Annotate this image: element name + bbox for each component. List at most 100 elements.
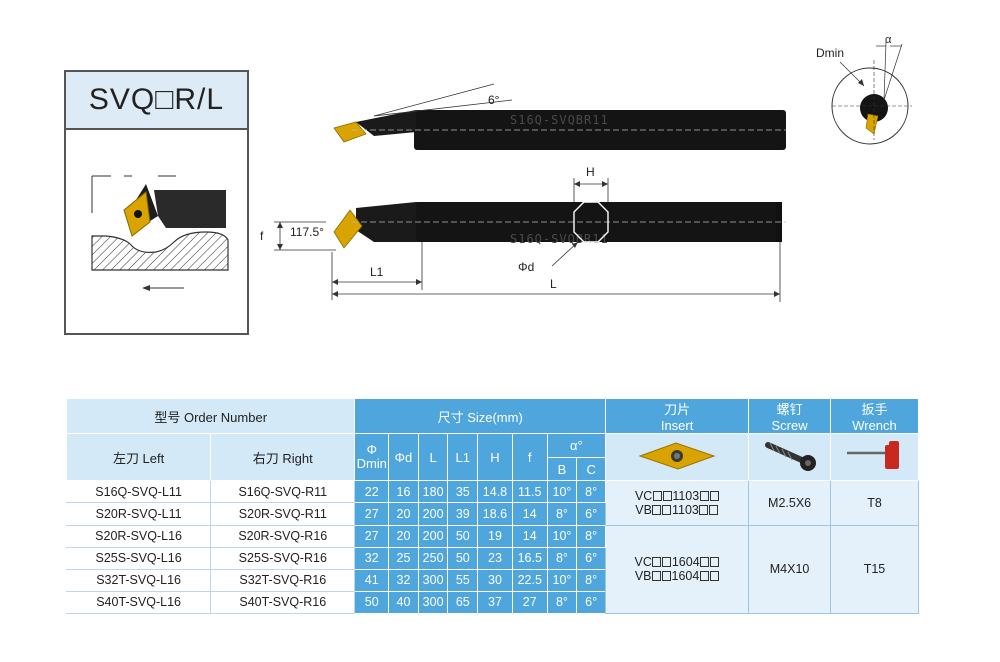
c-value: 6° [576,502,606,526]
h-value: 18.6 [477,502,513,526]
phid-value: 20 [388,502,419,526]
right-code: S32T-SVQ-R16 [210,568,356,592]
f-value: 27 [511,590,548,615]
shank-marking-lower: S16Q-SVQBR11 [510,232,609,246]
phid-value: 16 [388,480,419,504]
l1-value: 50 [447,546,479,570]
dmin-value: 27 [354,524,390,548]
l-value: 200 [417,502,449,526]
b-header: B [546,457,578,482]
screw-value-1: M2.5X6 [748,480,831,526]
l1-value: 35 [447,480,479,504]
left-code: S32T-SVQ-L16 [65,568,212,592]
l-value: 300 [417,568,449,592]
right-header: 右刀 Right [210,433,356,482]
tool-side-view: S16Q-SVQBR11 H Φd f 117.5° L1 L [260,165,786,302]
left-code: S20R-SVQ-L11 [65,502,212,526]
alpha-label: α [885,34,892,46]
screw-value-2: M4X10 [748,524,831,615]
f-header: f [511,433,548,482]
l1-value: 50 [447,524,479,548]
left-code: S16Q-SVQ-L11 [65,480,212,504]
table-row: S20R-SVQ-L11 S20R-SVQ-R11 27 20 200 39 1… [65,502,919,526]
h-header: H [477,433,513,482]
phid-value: 20 [388,524,419,548]
h-value: 14.8 [477,480,513,504]
l1-header: L1 [447,433,479,482]
insert-image-cell [604,433,750,482]
angle-6-label: 6° [488,93,500,107]
l1-dimension-label: L1 [370,265,384,279]
angle-117-label: 117.5° [290,225,324,239]
boring-sketch [91,175,229,291]
wrench-image-cell [829,433,920,482]
dmin-value: 27 [354,502,390,526]
b-value: 8° [546,546,578,570]
dmin-label: Dmin [816,46,844,60]
dmin-detail: α Dmin [816,34,912,145]
screw-image-cell [748,433,831,482]
c-header: C [576,457,606,482]
phid-value: 32 [388,568,419,592]
insert-icon [638,442,716,470]
b-value: 8° [546,590,578,615]
l-value: 200 [417,524,449,548]
f-dimension-label: f [260,229,264,243]
wrench-icon [847,440,900,469]
l1-value: 55 [447,568,479,592]
right-code: S16Q-SVQ-R11 [210,480,356,504]
phid-header: Φd [388,433,419,482]
c-value: 8° [576,480,606,504]
h-value: 19 [477,524,513,548]
shank-marking: S16Q-SVQBR11 [510,113,609,127]
dmin-value: 41 [354,568,390,592]
b-value: 10° [546,568,578,592]
dmin-value: 50 [354,590,390,615]
table-row: S16Q-SVQ-L11 S16Q-SVQ-R11 22 16 180 35 1… [65,480,920,526]
table-row: S32T-SVQ-L16 S32T-SVQ-R16 41 32 300 55 3… [65,568,919,592]
dmin-value: 32 [354,546,390,570]
tool-top-view: 6° S16Q-SVQBR11 [333,83,786,150]
alpha-header: α° [546,433,607,459]
l-value: 300 [417,590,449,615]
left-code: S40T-SVQ-L16 [65,590,212,615]
table-row: S20R-SVQ-L16 S20R-SVQ-R16 27 20 200 50 1… [65,524,920,615]
h-value: 23 [477,546,513,570]
h-dimension-label: H [586,165,595,179]
b-value: 10° [546,480,578,504]
f-value: 11.5 [511,480,548,504]
screw-icon [764,441,816,471]
title-box: SVQ□R/L [64,70,249,335]
right-code: S20R-SVQ-R16 [210,524,356,548]
l1-value: 65 [447,590,479,615]
diameter-label: Φd [518,260,534,274]
c-value: 8° [576,524,606,548]
right-code: S25S-SVQ-R16 [210,546,356,570]
right-code: S20R-SVQ-R11 [210,502,356,526]
tool-drawing: 6° S16Q-SVQBR11 S16Q-SVQBR11 H Φd f 117.… [260,83,786,302]
phid-value: 40 [388,590,419,615]
l-dimension-label: L [550,277,557,291]
wrench-value-2: T15 [829,524,920,615]
l-value: 180 [417,480,449,504]
table-row: S40T-SVQ-L16 S40T-SVQ-R16 50 40 300 65 3… [65,590,919,615]
b-value: 10° [546,524,578,548]
dmin-value: 22 [354,480,390,504]
size-header: 尺寸 Size(mm) [354,397,606,435]
phid-value: 25 [388,546,419,570]
l-value: 250 [417,546,449,570]
f-value: 22.5 [511,568,548,592]
f-value: 14 [511,502,548,526]
left-header: 左刀 Left [65,433,212,482]
left-code: S25S-SVQ-L16 [65,546,212,570]
c-value: 6° [576,590,606,615]
table-row: S25S-SVQ-L16 S25S-SVQ-R16 32 25 250 50 2… [65,546,919,570]
product-title: SVQ□R/L [66,72,247,130]
order-number-header: 型号 Order Number [65,397,356,435]
